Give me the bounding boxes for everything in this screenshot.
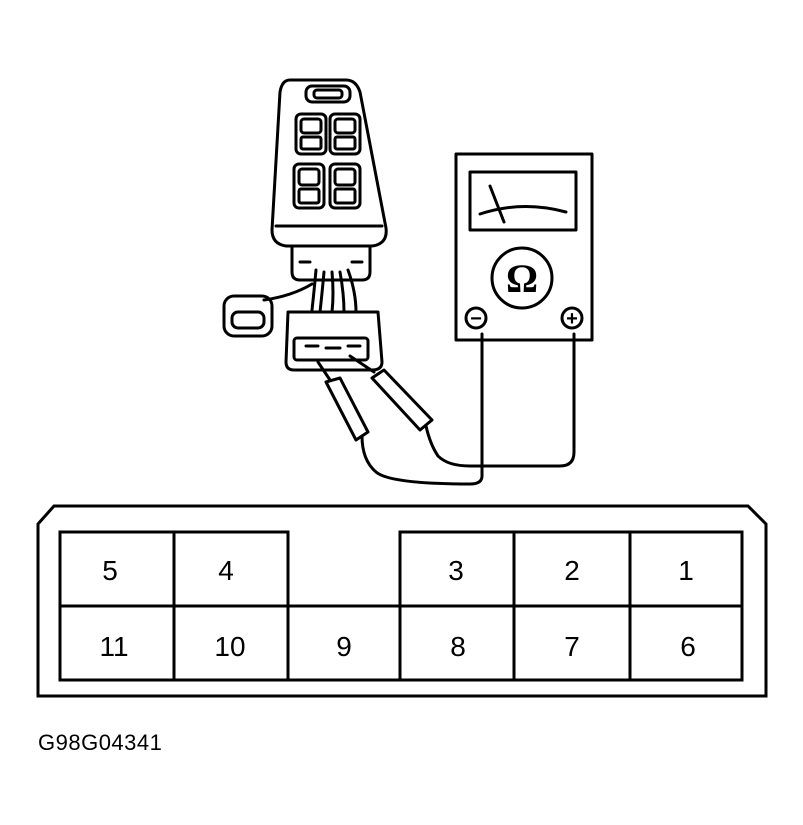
ohmmeter [454,152,594,486]
test-illustration: Ω − + [222,78,594,486]
window-switch-assembly [262,78,388,314]
pin-label: 10 [214,631,245,662]
pin-label: 11 [99,631,128,662]
pin-label: 9 [336,631,352,662]
pin-cell-6 [628,604,744,682]
test-probe-black [316,360,472,486]
connector-outline [36,504,768,698]
pin-label: 4 [218,555,234,586]
pin-label: 3 [448,555,464,586]
pin-label: 2 [564,555,580,586]
negative-terminal-symbol: − [470,308,482,330]
connector-pin-diagram: 5 4 3 2 1 11 10 9 8 7 6 [36,504,768,698]
pin-label: 6 [680,631,696,662]
pin-label: 1 [678,555,694,586]
reference-code: G98G04341 [38,730,163,755]
pin-label: 5 [102,555,118,586]
harness-connector [284,310,384,372]
ohm-symbol: Ω [506,256,538,301]
pin-label: 7 [564,631,580,662]
test-probe-red [348,332,576,468]
side-connector [222,294,274,338]
positive-terminal-symbol: + [566,308,578,330]
pin-label: 8 [450,631,466,662]
